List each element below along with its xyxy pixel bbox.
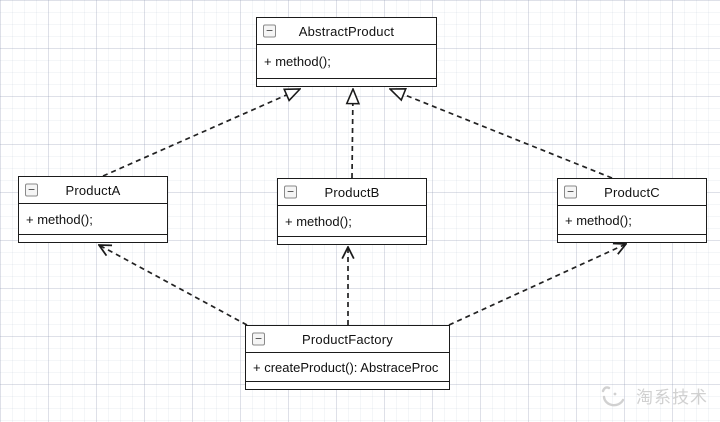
class-node-abstractproduct[interactable]: − AbstractProduct + method(); bbox=[256, 17, 437, 87]
connector-producta-abstractproduct bbox=[102, 89, 300, 177]
class-name: ProductC bbox=[604, 184, 660, 200]
class-footer-compartment bbox=[278, 237, 426, 244]
class-title-bar: − ProductB bbox=[278, 179, 426, 206]
collapse-icon[interactable]: − bbox=[252, 332, 265, 346]
collapse-icon[interactable]: − bbox=[25, 183, 38, 197]
class-name: ProductB bbox=[324, 184, 380, 200]
class-title-bar: − AbstractProduct bbox=[257, 18, 436, 45]
connector-productc-abstractproduct bbox=[390, 89, 613, 179]
member-label: + method(); bbox=[26, 211, 93, 227]
class-footer-compartment bbox=[558, 235, 706, 242]
class-name: ProductFactory bbox=[302, 331, 393, 347]
class-footer-compartment bbox=[257, 79, 436, 86]
member-label: + createProduct(): AbstraceProc bbox=[253, 359, 439, 375]
class-title-bar: − ProductC bbox=[558, 179, 706, 206]
class-members: + method(); bbox=[257, 45, 436, 79]
class-members: + createProduct(): AbstraceProc bbox=[246, 353, 449, 382]
connector-factory-productc bbox=[448, 244, 626, 326]
class-node-productc[interactable]: − ProductC + method(); bbox=[557, 178, 707, 243]
class-footer-compartment bbox=[19, 235, 167, 242]
class-title-bar: − ProductA bbox=[19, 177, 167, 204]
watermark: 淘系技术 bbox=[600, 383, 708, 408]
collapse-icon[interactable]: − bbox=[564, 185, 577, 199]
class-members: + method(); bbox=[19, 204, 167, 235]
class-members: + method(); bbox=[558, 206, 706, 235]
class-node-productfactory[interactable]: − ProductFactory + createProduct(): Abst… bbox=[245, 325, 450, 390]
class-name: ProductA bbox=[65, 182, 121, 198]
class-node-productb[interactable]: − ProductB + method(); bbox=[277, 178, 427, 245]
class-footer-compartment bbox=[246, 382, 449, 389]
member-label: + method(); bbox=[285, 213, 352, 229]
class-name: AbstractProduct bbox=[298, 23, 395, 39]
class-node-producta[interactable]: − ProductA + method(); bbox=[18, 176, 168, 243]
connector-factory-producta bbox=[99, 245, 248, 326]
connector-productb-abstractproduct bbox=[352, 89, 353, 179]
watermark-text: 淘系技术 bbox=[636, 388, 708, 407]
collapse-icon[interactable]: − bbox=[284, 185, 297, 199]
taoxi-logo-icon bbox=[601, 385, 625, 406]
class-members: + method(); bbox=[278, 206, 426, 237]
class-title-bar: − ProductFactory bbox=[246, 326, 449, 353]
member-label: + method(); bbox=[264, 54, 331, 69]
collapse-icon[interactable]: − bbox=[263, 24, 276, 38]
member-label: + method(); bbox=[565, 212, 632, 228]
